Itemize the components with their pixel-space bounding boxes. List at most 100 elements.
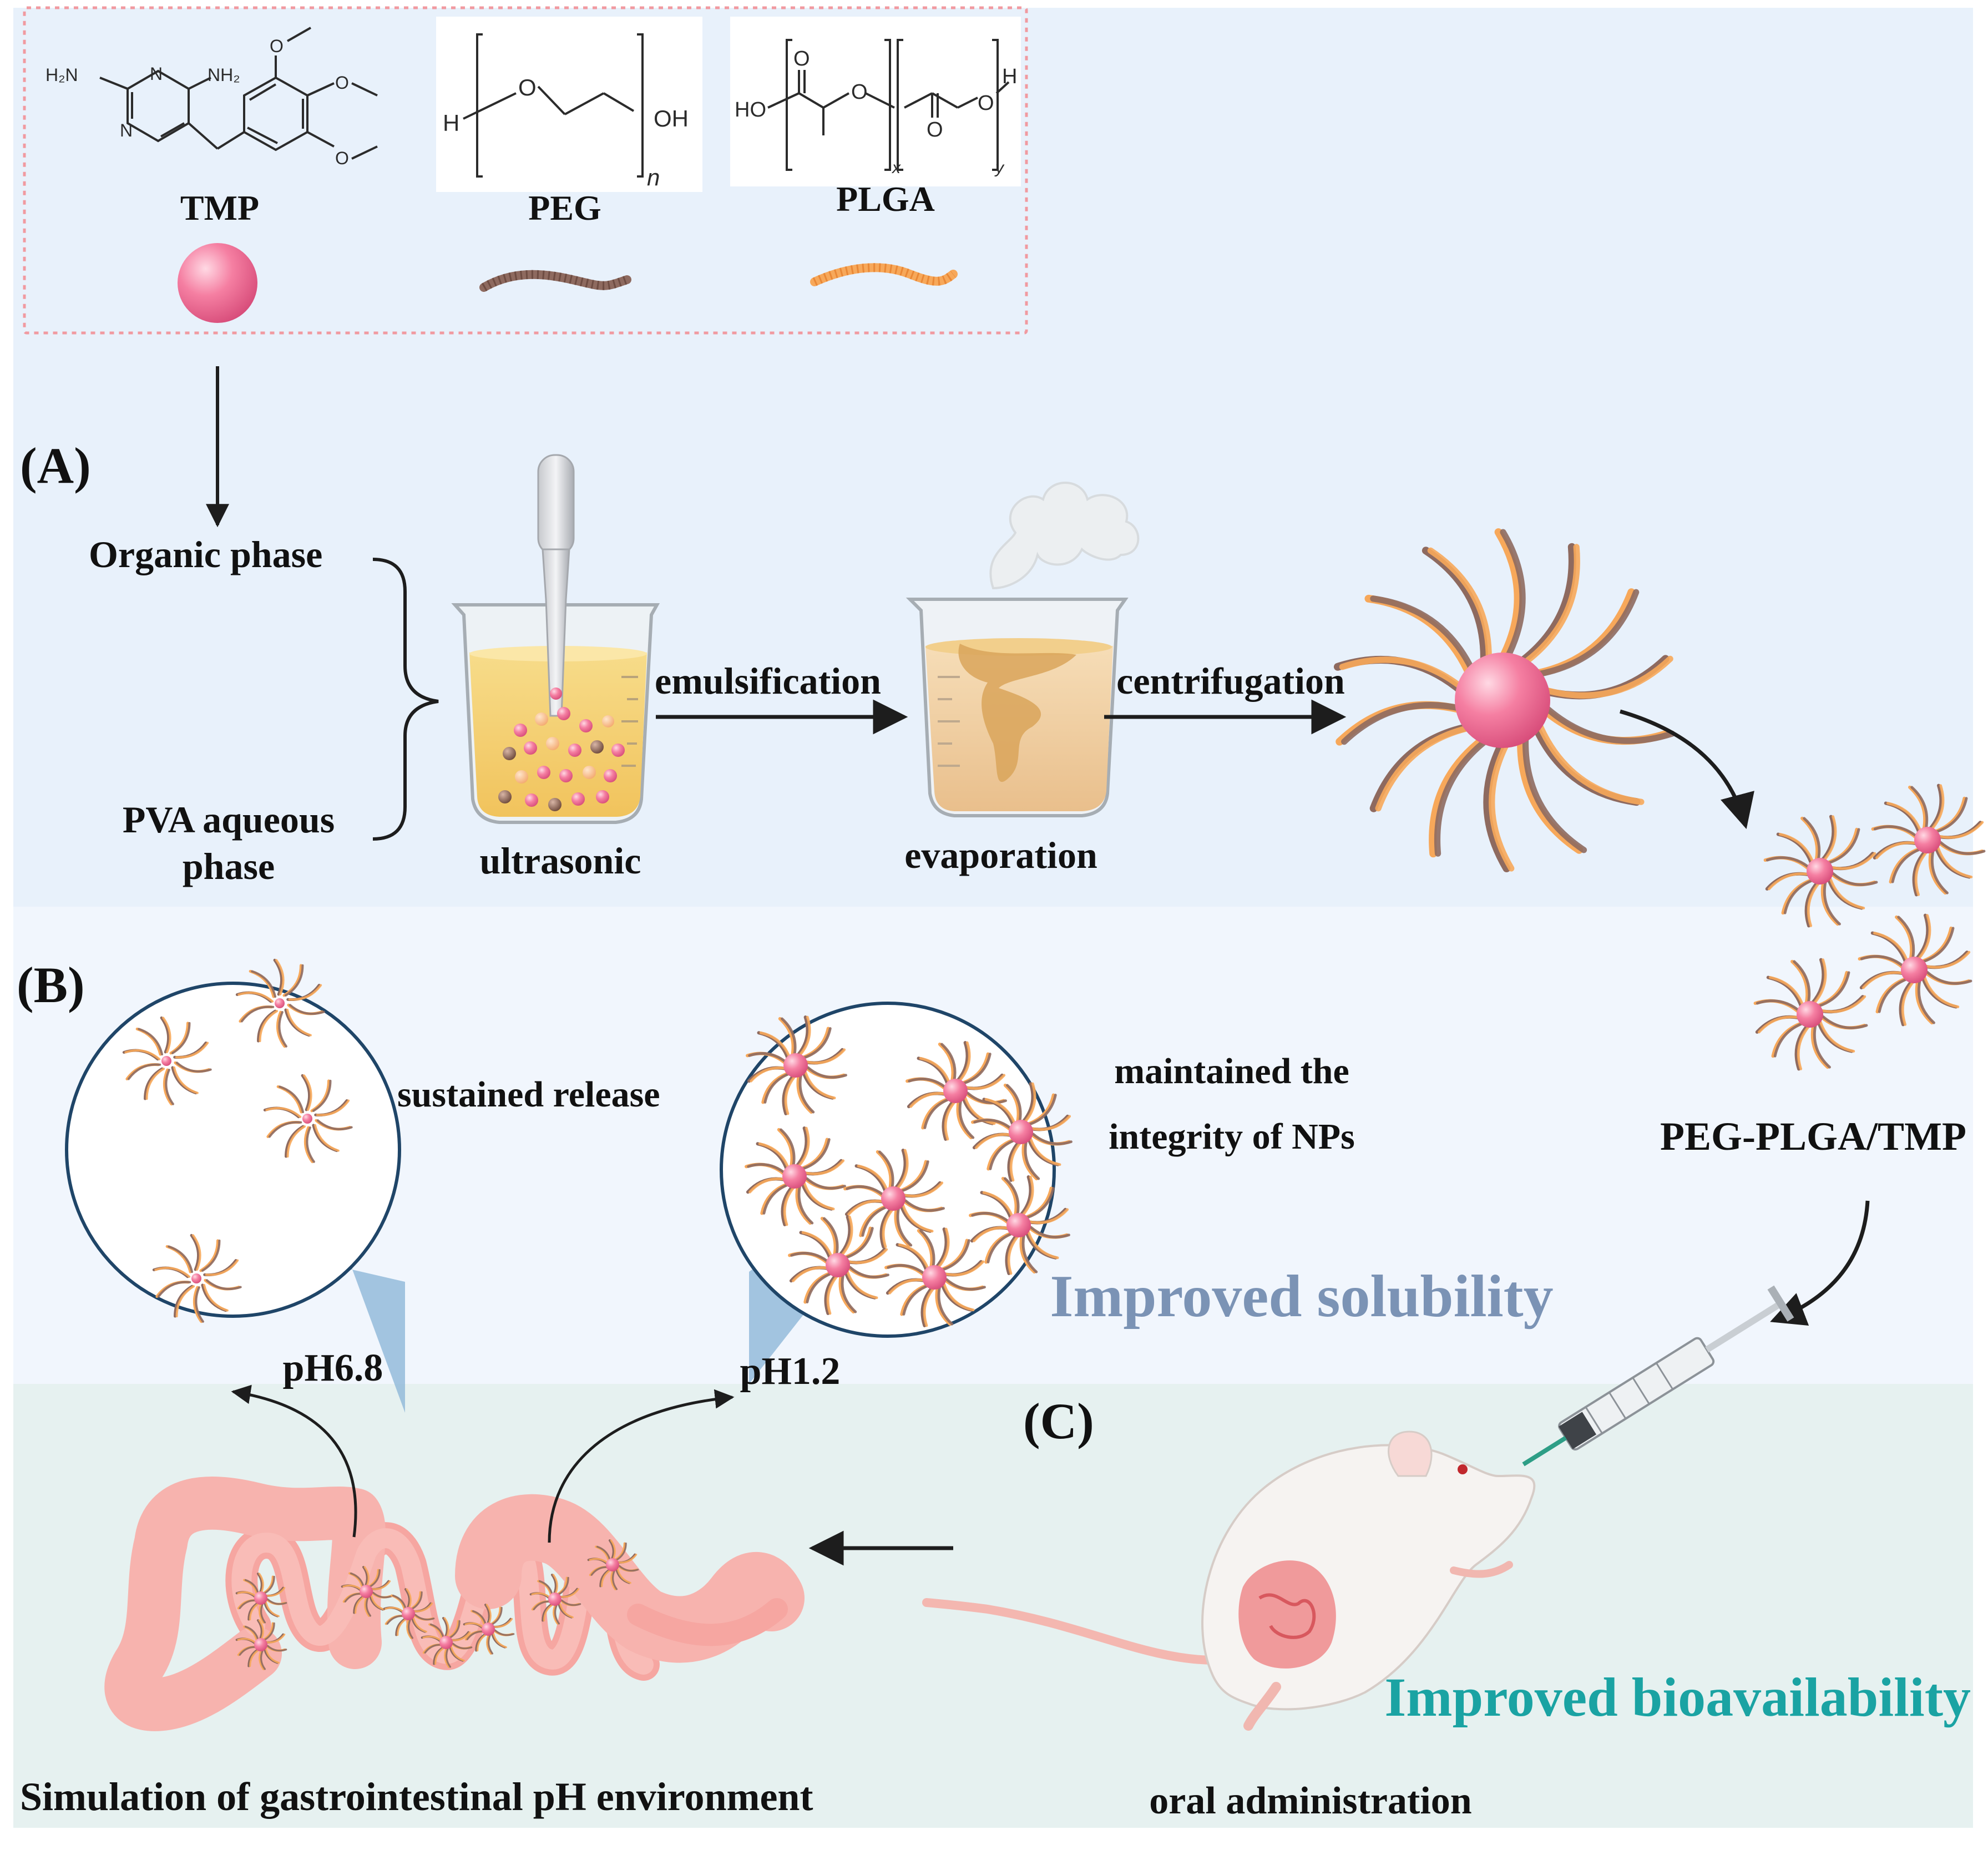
- organic-phase-label: Organic phase: [89, 533, 322, 575]
- maintained-integrity-label-line2: integrity of NPs: [1109, 1116, 1355, 1157]
- gut-nanoparticle: [341, 1566, 393, 1617]
- polymer-chain: [944, 1099, 957, 1141]
- polymer-chain: [412, 1616, 427, 1633]
- polymer-chain: [841, 1273, 857, 1313]
- plga-chain: [364, 1596, 371, 1617]
- peg-hydroxyl-label: OH: [654, 105, 689, 132]
- polymer-chain: [372, 1591, 393, 1599]
- polymer-chain: [748, 1052, 789, 1065]
- peg-chain: [1515, 543, 1576, 668]
- polymer-chain: [783, 1185, 796, 1226]
- polymer-chain: [487, 1634, 494, 1655]
- plga-chain: [1429, 733, 1490, 858]
- polymer-chain: [759, 1031, 791, 1060]
- polymer-chain: [1930, 849, 1949, 894]
- polymer-chain: [1819, 1020, 1855, 1053]
- polymer-chain: [275, 959, 285, 995]
- polymer-chain: [414, 1603, 433, 1613]
- polymer-chain: [1878, 977, 1910, 1013]
- peg-chain: [1019, 1175, 1033, 1217]
- product-name-label: PEG-PLGA/TMP: [1660, 1114, 1966, 1159]
- simulation-caption: Simulation of gastrointestinal pH enviro…: [20, 1775, 813, 1819]
- polymer-chain: [365, 1596, 372, 1617]
- polymer-chain: [268, 1121, 302, 1138]
- polymer-chain: [1803, 817, 1821, 862]
- polymer-chain: [964, 1096, 996, 1125]
- peg-chain: [301, 1074, 311, 1111]
- intact-nanoparticle: [906, 1041, 1007, 1141]
- polymer-chain: [902, 1204, 934, 1233]
- polymer-chain: [162, 1017, 171, 1053]
- tmp-core: [1006, 1213, 1031, 1237]
- intact-nanoparticles: [745, 1015, 1073, 1327]
- polymer-chain: [1768, 872, 1813, 891]
- plga-chain: [486, 1634, 493, 1655]
- mouse-organs: [1238, 1560, 1336, 1669]
- polymer-chain: [902, 1283, 931, 1316]
- polymer-chain: [806, 1048, 846, 1064]
- plga-hydroxyl-label: HO: [735, 98, 766, 122]
- intact-nanoparticle: [746, 1015, 847, 1115]
- polymer-chain: [1925, 951, 1971, 969]
- tmp-core: [439, 1636, 453, 1649]
- polymer-chain: [903, 1181, 944, 1197]
- polymer-chain: [937, 1286, 954, 1326]
- tmp-core: [161, 1056, 171, 1066]
- peg-chain: [273, 958, 284, 996]
- esophagus: [627, 1598, 788, 1646]
- polymer-chain: [411, 1591, 423, 1610]
- intact-nanoparticle: [884, 1227, 986, 1327]
- polymer-chain: [558, 1576, 569, 1595]
- small-nanoparticle: [1858, 913, 1972, 1027]
- polymer-chain: [1831, 852, 1876, 870]
- peg-chain: [1005, 1234, 1019, 1275]
- polymer-chain: [1860, 955, 1907, 969]
- tmp-structure: [99, 27, 378, 160]
- peg-chain: [1899, 979, 1914, 1027]
- polymer-chain: [369, 1569, 381, 1588]
- polymer-chain: [1822, 1015, 1868, 1029]
- polymer-chain: [1029, 1226, 1070, 1239]
- ph-intestine-label: pH6.8: [283, 1347, 383, 1389]
- plga-oxygen-label: O: [978, 92, 994, 115]
- intact-nanoparticle: [969, 1175, 1070, 1275]
- polymer-chain: [251, 970, 277, 998]
- peg-chain-icon-texture: [481, 270, 629, 291]
- ultrasonic-label: ultrasonic: [480, 840, 641, 882]
- polymer-chain: [1821, 995, 1866, 1013]
- polymer-chain: [485, 1604, 492, 1625]
- polymer-chain: [171, 1022, 191, 1054]
- gut-nanoparticle: [235, 1619, 287, 1670]
- mouse-eye: [1458, 1464, 1468, 1474]
- intact-nanoparticle: [971, 1082, 1073, 1182]
- polymer-chain: [923, 1097, 952, 1129]
- tmp-core: [1455, 653, 1550, 748]
- tmp-oxygen-label: O: [335, 148, 349, 168]
- polymer-chain: [1543, 655, 1673, 699]
- intact-nanoparticle: [788, 1215, 889, 1315]
- mouse-leg: [1450, 1561, 1513, 1578]
- peg-chain: [782, 1074, 796, 1115]
- polymer-chain: [1875, 841, 1920, 860]
- polymer-chain: [145, 1068, 165, 1100]
- polymer-chain: [407, 1618, 414, 1639]
- polymer-chain: [1939, 841, 1986, 855]
- panel-label-b: (B): [17, 957, 85, 1013]
- polymer-chain: [882, 1207, 895, 1249]
- polymer-chain: [763, 1071, 792, 1104]
- polymer-chain: [1544, 705, 1676, 744]
- plga-chain: [276, 1010, 286, 1048]
- peg-chain: [893, 1149, 907, 1190]
- tmp-core: [826, 1253, 850, 1277]
- polymer-chain: [1793, 960, 1811, 1005]
- tmp-sphere-icon: [178, 243, 257, 323]
- dissociated-nanoparticle: [122, 1016, 212, 1106]
- polymer-chain: [494, 1629, 515, 1636]
- polymer-chain: [266, 1587, 286, 1597]
- polymer-chain: [803, 1027, 832, 1059]
- polymer-chain: [192, 1234, 201, 1271]
- polymer-chain: [1434, 734, 1494, 857]
- polymer-chain: [989, 1138, 1018, 1170]
- polymer-chain: [205, 1259, 239, 1276]
- polymer-chain: [1489, 737, 1515, 872]
